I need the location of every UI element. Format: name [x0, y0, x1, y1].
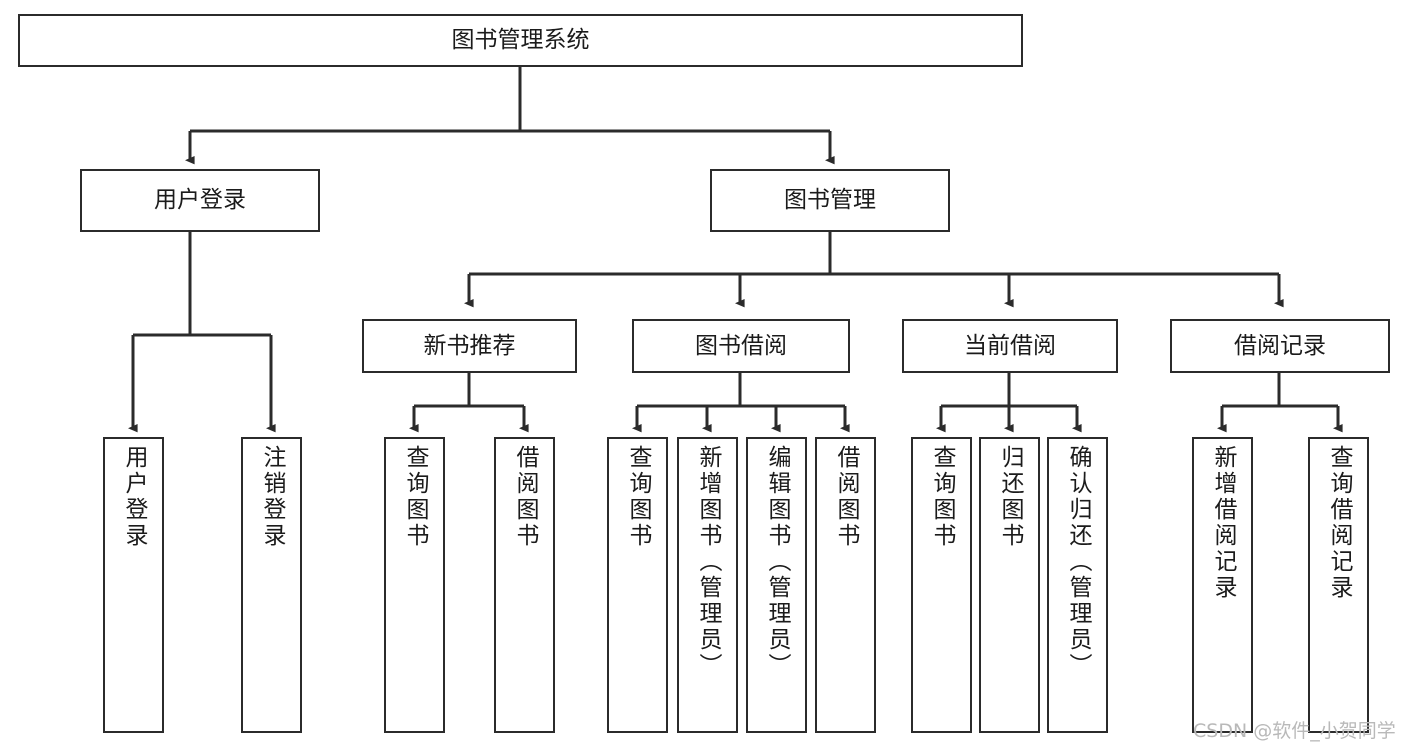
node-new-book-recommend-label: 新书推荐 [423, 332, 516, 359]
node-leaf-query-book-1-label: 查询图书 [402, 445, 428, 549]
node-current-borrow[interactable]: 当前借阅 [902, 319, 1118, 373]
node-leaf-add-book[interactable]: 新增图书（管理员） [677, 437, 738, 733]
csdn-watermark: CSDN @软件_小贺同学 [1193, 720, 1396, 742]
node-book-borrow-label: 图书借阅 [695, 332, 787, 359]
node-user-login[interactable]: 用户登录 [80, 169, 320, 232]
node-leaf-query-book-2[interactable]: 查询图书 [607, 437, 668, 733]
node-leaf-query-record[interactable]: 查询借阅记录 [1308, 437, 1369, 733]
node-leaf-borrow-book-1-label: 借阅图书 [512, 445, 538, 549]
node-leaf-return-book[interactable]: 归还图书 [979, 437, 1040, 733]
node-user-login-label: 用户登录 [154, 187, 246, 214]
node-root-label: 图书管理系统 [451, 27, 590, 54]
node-leaf-logout[interactable]: 注销登录 [241, 437, 302, 733]
node-leaf-user-login[interactable]: 用户登录 [103, 437, 164, 733]
node-leaf-confirm-return-label: 确认归还（管理员） [1065, 445, 1091, 679]
node-leaf-add-record-label: 新增借阅记录 [1210, 445, 1236, 601]
node-leaf-query-record-label: 查询借阅记录 [1326, 445, 1352, 601]
node-book-borrow[interactable]: 图书借阅 [632, 319, 850, 373]
node-leaf-query-book-2-label: 查询图书 [625, 445, 651, 549]
node-leaf-borrow-book-2[interactable]: 借阅图书 [815, 437, 876, 733]
node-leaf-query-book-3[interactable]: 查询图书 [911, 437, 972, 733]
node-leaf-user-login-label: 用户登录 [121, 445, 147, 549]
node-leaf-borrow-book-1[interactable]: 借阅图书 [494, 437, 555, 733]
node-leaf-edit-book[interactable]: 编辑图书（管理员） [746, 437, 807, 733]
node-book-manage-label: 图书管理 [784, 187, 876, 214]
node-leaf-add-record[interactable]: 新增借阅记录 [1192, 437, 1253, 733]
node-leaf-return-book-label: 归还图书 [997, 445, 1023, 549]
node-leaf-query-book-3-label: 查询图书 [929, 445, 955, 549]
node-leaf-add-book-label: 新增图书（管理员） [695, 445, 721, 679]
node-leaf-confirm-return[interactable]: 确认归还（管理员） [1047, 437, 1108, 733]
node-book-manage[interactable]: 图书管理 [710, 169, 950, 232]
node-borrow-record-label: 借阅记录 [1234, 332, 1326, 359]
node-current-borrow-label: 当前借阅 [964, 332, 1056, 359]
node-leaf-query-book-1[interactable]: 查询图书 [384, 437, 445, 733]
node-leaf-edit-book-label: 编辑图书（管理员） [764, 445, 790, 679]
node-leaf-logout-label: 注销登录 [259, 445, 285, 549]
node-new-book-recommend[interactable]: 新书推荐 [362, 319, 577, 373]
node-leaf-borrow-book-2-label: 借阅图书 [833, 445, 859, 549]
node-root[interactable]: 图书管理系统 [18, 14, 1023, 67]
node-borrow-record[interactable]: 借阅记录 [1170, 319, 1390, 373]
